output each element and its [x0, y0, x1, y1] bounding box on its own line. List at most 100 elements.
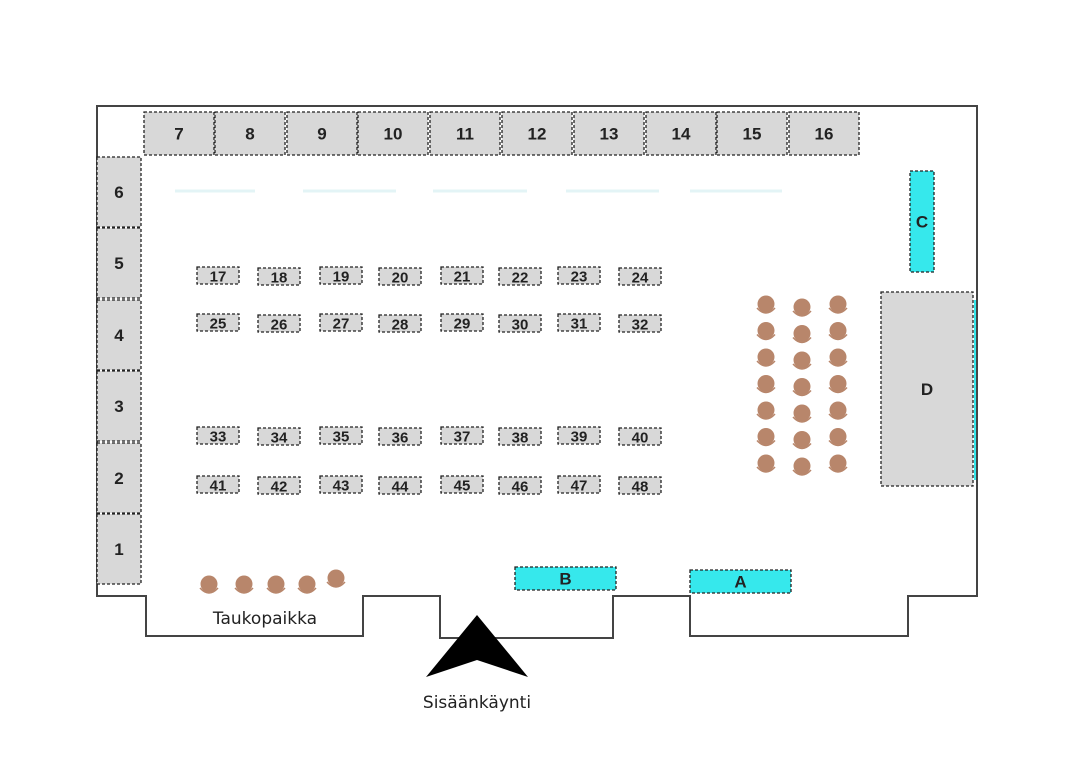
wall-booth-3[interactable]: 3 — [96, 370, 142, 442]
wall-booth-9[interactable]: 9 — [286, 111, 358, 156]
table-booth-32-box — [618, 314, 662, 333]
wall-booth-5-box — [96, 227, 142, 299]
wall-booth-2-box — [96, 442, 142, 514]
wall-booth-12[interactable]: 12 — [501, 111, 573, 156]
table-booth-31-label: 31 — [571, 316, 588, 333]
table-booth-17[interactable]: 17 — [196, 266, 240, 286]
chair-icon — [756, 348, 776, 367]
table-booth-43[interactable]: 43 — [319, 475, 363, 495]
table-booth-28[interactable]: 28 — [378, 314, 422, 334]
chair-group — [199, 295, 848, 594]
table-booth-21[interactable]: 21 — [440, 266, 484, 286]
table-booth-25[interactable]: 25 — [196, 313, 240, 333]
table-booth-39[interactable]: 39 — [557, 426, 601, 446]
table-booth-24-label: 24 — [632, 270, 649, 287]
wall-booth-12-label: 12 — [528, 125, 547, 144]
table-booth-22[interactable]: 22 — [498, 267, 542, 287]
wall-booth-7-box — [143, 111, 215, 156]
table-booth-19-box — [319, 266, 363, 285]
table-booth-31-box — [557, 313, 601, 332]
table-booth-19[interactable]: 19 — [319, 266, 363, 286]
wall-booth-2[interactable]: 2 — [96, 442, 142, 514]
table-booth-31[interactable]: 31 — [557, 313, 601, 333]
booth-b[interactable]: B — [514, 566, 617, 591]
table-booth-24-box — [618, 267, 662, 286]
chair-icon — [828, 375, 848, 394]
booth-c[interactable]: C — [909, 170, 935, 273]
wall-booth-8[interactable]: 8 — [214, 111, 286, 156]
table-booth-33[interactable]: 33 — [196, 426, 240, 446]
table-booth-47[interactable]: 47 — [557, 475, 601, 495]
table-booth-18[interactable]: 18 — [257, 267, 301, 287]
table-booth-32[interactable]: 32 — [618, 314, 662, 334]
wall-booth-8-box — [214, 111, 286, 156]
wall-booth-4-box — [96, 299, 142, 371]
table-booth-35[interactable]: 35 — [319, 426, 363, 446]
wall-booth-6-box — [96, 156, 142, 228]
booth-b-label: B — [559, 570, 571, 589]
chair-icon — [792, 351, 812, 370]
booth-a[interactable]: A — [689, 569, 792, 594]
table-booth-26-box — [257, 314, 301, 333]
table-booth-37[interactable]: 37 — [440, 426, 484, 446]
wall-booth-1[interactable]: 1 — [96, 513, 142, 585]
table-booth-22-label: 22 — [512, 270, 529, 287]
table-booth-23-box — [557, 266, 601, 285]
wall-booth-10[interactable]: 10 — [357, 111, 429, 156]
table-booth-44[interactable]: 44 — [378, 476, 422, 496]
table-booth-27[interactable]: 27 — [319, 313, 363, 333]
wall-booth-7[interactable]: 7 — [143, 111, 215, 156]
chair-icon — [828, 322, 848, 341]
wall-booth-15[interactable]: 15 — [716, 111, 788, 156]
wall-booth-11[interactable]: 11 — [429, 111, 501, 156]
booth-b-box — [514, 566, 617, 591]
table-booth-38-box — [498, 427, 542, 446]
wall-booth-14-label: 14 — [672, 125, 691, 144]
wall-booth-6[interactable]: 6 — [96, 156, 142, 228]
break-chair-icon — [266, 575, 286, 594]
wall-booth-14-box — [645, 111, 717, 156]
wall-booth-15-label: 15 — [743, 125, 762, 144]
wall-booth-3-box — [96, 370, 142, 442]
wall-booth-6-label: 6 — [114, 183, 123, 202]
hall-wall-outline — [96, 105, 978, 639]
table-booth-28-box — [378, 314, 422, 333]
chair-icon — [828, 348, 848, 367]
booth-d[interactable]: D — [880, 291, 974, 487]
table-booth-30-box — [498, 314, 542, 333]
chair-icon — [756, 454, 776, 473]
table-booth-45[interactable]: 45 — [440, 475, 484, 495]
table-booth-23[interactable]: 23 — [557, 266, 601, 286]
wall-booth-14[interactable]: 14 — [645, 111, 717, 156]
table-booth-36[interactable]: 36 — [378, 427, 422, 447]
table-booth-46-box — [498, 476, 542, 495]
table-booth-20[interactable]: 20 — [378, 267, 422, 287]
chair-icon — [792, 378, 812, 397]
table-booth-48-box — [618, 476, 662, 495]
table-booth-40[interactable]: 40 — [618, 427, 662, 447]
chair-icon — [828, 401, 848, 420]
chair-icon — [828, 428, 848, 447]
table-booth-38[interactable]: 38 — [498, 427, 542, 447]
table-booth-28-label: 28 — [392, 317, 409, 334]
table-booth-38-label: 38 — [512, 430, 529, 447]
table-booth-29[interactable]: 29 — [440, 313, 484, 333]
table-booth-41[interactable]: 41 — [196, 475, 240, 495]
table-booth-42[interactable]: 42 — [257, 476, 301, 496]
table-booth-30[interactable]: 30 — [498, 314, 542, 334]
table-booth-34[interactable]: 34 — [257, 427, 301, 447]
table-booth-18-box — [257, 267, 301, 286]
table-booth-46[interactable]: 46 — [498, 476, 542, 496]
table-booth-26[interactable]: 26 — [257, 314, 301, 334]
table-booth-24[interactable]: 24 — [618, 267, 662, 287]
table-booth-44-box — [378, 476, 422, 495]
chair-icon — [756, 401, 776, 420]
wall-booth-5[interactable]: 5 — [96, 227, 142, 299]
table-booth-48[interactable]: 48 — [618, 476, 662, 496]
chair-icon — [756, 428, 776, 447]
wall-booth-16[interactable]: 16 — [788, 111, 860, 156]
wall-booth-13[interactable]: 13 — [573, 111, 645, 156]
wall-booth-3-label: 3 — [114, 397, 123, 416]
wall-booth-4[interactable]: 4 — [96, 299, 142, 371]
